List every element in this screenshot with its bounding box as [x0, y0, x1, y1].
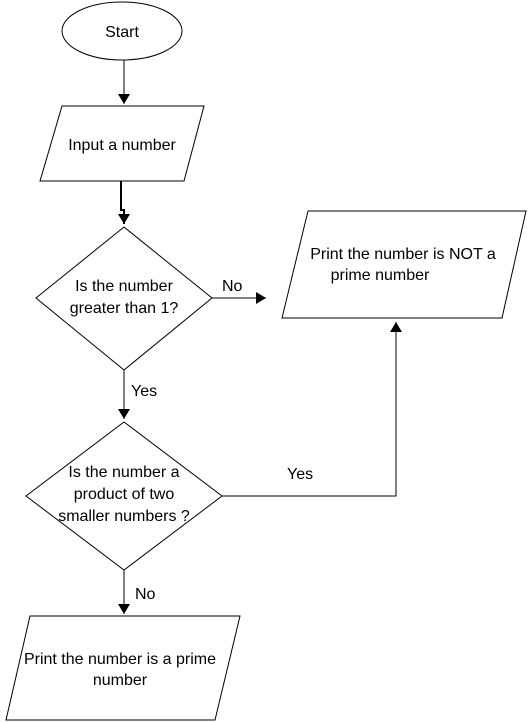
- edge-label-greater-no: No: [222, 278, 243, 295]
- decision-greater-diamond: [35, 226, 213, 371]
- edge-label-greater-yes: Yes: [131, 383, 157, 400]
- edge-decision-product-yes: [222, 322, 402, 497]
- output-prime-line2: number: [93, 672, 148, 689]
- decision-product-line1: Is the number a: [68, 464, 179, 481]
- output-not-prime-line1: Print the number is NOT a: [310, 246, 496, 263]
- start-label: Start: [105, 24, 139, 41]
- output-prime-line1: Print the number is a prime: [24, 651, 216, 668]
- output-prime-parallelogram: [5, 615, 241, 721]
- decision-greater-line2: greater than 1?: [70, 300, 179, 317]
- decision-greater-line1: Is the number: [75, 278, 174, 295]
- output-not-prime-node: Print the number is NOT a prime number: [281, 210, 527, 319]
- output-not-prime-line2: prime number: [331, 267, 430, 284]
- decision-product-node: Is the number a product of two smaller n…: [25, 421, 223, 571]
- start-ellipse: [61, 1, 183, 61]
- decision-product-line3: smaller numbers ?: [58, 508, 190, 525]
- input-node: Input a number: [39, 105, 205, 182]
- edge-label-product-yes: Yes: [287, 466, 313, 483]
- start-node: Start: [61, 1, 183, 61]
- decision-product-line2: product of two: [74, 486, 175, 503]
- output-not-prime-parallelogram: [281, 210, 527, 319]
- output-prime-node: Print the number is a prime number: [5, 615, 241, 721]
- edge-input-to-decision-greater: [118, 181, 130, 224]
- input-label: Input a number: [68, 137, 176, 154]
- decision-greater-node: Is the number greater than 1?: [35, 226, 213, 371]
- edge-label-product-no: No: [135, 586, 156, 603]
- input-parallelogram: [39, 105, 205, 182]
